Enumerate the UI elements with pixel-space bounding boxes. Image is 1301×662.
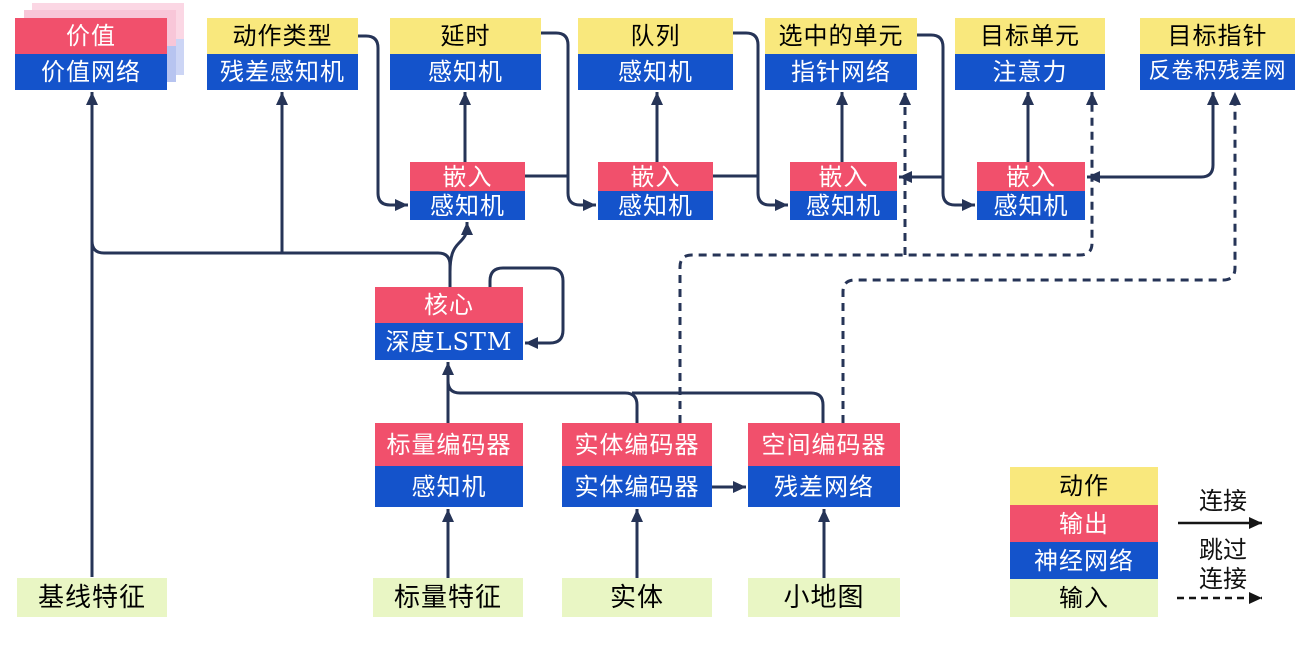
embedding-3: 嵌入 感知机 <box>790 162 897 220</box>
embedding-4: 嵌入 感知机 <box>977 162 1085 220</box>
head-selected-units-action: 选中的单元 <box>765 18 917 54</box>
scalar-encoder: 标量编码器 感知机 <box>375 423 523 507</box>
core-box: 核心 深度LSTM <box>375 287 523 360</box>
legend-skip-label-line2: 连接 <box>1199 565 1247 593</box>
embedding-1: 嵌入 感知机 <box>410 162 525 220</box>
embedding-2-network: 感知机 <box>598 191 713 220</box>
embedding-3-output: 嵌入 <box>790 162 897 191</box>
legend-input-label: 输入 <box>1010 579 1158 617</box>
edge-embedding-4-target-point <box>1087 92 1219 183</box>
skip-entity-to-target-unit <box>678 92 1098 423</box>
embedding-1-network: 感知机 <box>410 191 525 220</box>
head-target-unit-network: 注意力 <box>955 54 1105 90</box>
embedding-4-network: 感知机 <box>977 191 1085 220</box>
input-baseline-features: 基线特征 <box>17 578 167 617</box>
head-value: 价值 价值网络 <box>15 18 167 90</box>
scalar-encoder-output: 标量编码器 <box>375 423 523 466</box>
core-output: 核心 <box>375 287 523 323</box>
head-target-point-network: 反卷积残差网 <box>1140 54 1295 90</box>
edge-queued-to-embedding-3 <box>733 31 788 211</box>
spatial-encoder-network: 残差网络 <box>748 466 900 507</box>
head-action-type-network: 残差感知机 <box>207 54 358 90</box>
head-queued: 队列 感知机 <box>578 18 733 90</box>
embedding-1-output: 嵌入 <box>410 162 525 191</box>
input-scalar-features: 标量特征 <box>373 578 523 617</box>
input-entities: 实体 <box>562 578 712 617</box>
legend-network-label: 神经网络 <box>1010 542 1158 579</box>
edge-action-type-to-embedding-1 <box>358 34 408 211</box>
embedding-4-output: 嵌入 <box>977 162 1085 191</box>
head-value-output: 价值 <box>15 18 167 54</box>
head-value-network: 价值网络 <box>15 54 167 90</box>
head-target-point-action: 目标指针 <box>1140 18 1295 54</box>
embedding-2-output: 嵌入 <box>598 162 713 191</box>
edge-selected-units-to-embedding-4 <box>917 33 975 211</box>
core-network: 深度LSTM <box>375 323 523 360</box>
edge-core-trunk-left <box>90 240 452 287</box>
entity-encoder-network: 实体编码器 <box>562 466 712 507</box>
scalar-encoder-network: 感知机 <box>375 466 523 507</box>
legend-color-key: 动作 输出 神经网络 输入 <box>1010 467 1158 617</box>
legend-action-label: 动作 <box>1010 467 1158 505</box>
spatial-encoder: 空间编码器 残差网络 <box>748 423 900 507</box>
entity-encoder: 实体编码器 实体编码器 <box>562 423 712 507</box>
head-queued-network: 感知机 <box>578 54 733 90</box>
input-minimap-label: 小地图 <box>748 578 900 617</box>
input-entities-label: 实体 <box>562 578 712 617</box>
legend-connection-label: 连接 <box>1199 487 1247 515</box>
head-selected-units-network: 指针网络 <box>765 54 917 90</box>
spatial-encoder-output: 空间编码器 <box>748 423 900 466</box>
head-delay-network: 感知机 <box>390 54 541 90</box>
edge-entity-encoder-to-core <box>446 374 639 423</box>
head-queued-action: 队列 <box>578 18 733 54</box>
legend-output-label: 输出 <box>1010 505 1158 542</box>
head-delay: 延时 感知机 <box>390 18 541 90</box>
input-baseline-features-label: 基线特征 <box>17 578 167 617</box>
embedding-2: 嵌入 感知机 <box>598 162 713 220</box>
edge-core-to-embedding-1 <box>448 222 473 273</box>
input-scalar-features-label: 标量特征 <box>373 578 523 617</box>
entity-encoder-output: 实体编码器 <box>562 423 712 466</box>
head-action-type: 动作类型 残差感知机 <box>207 18 358 90</box>
head-target-point: 目标指针 反卷积残差网 <box>1140 18 1295 90</box>
input-minimap: 小地图 <box>748 578 900 617</box>
head-delay-action: 延时 <box>390 18 541 54</box>
edge-spatial-encoder-to-core <box>632 391 825 423</box>
head-action-type-action: 动作类型 <box>207 18 358 54</box>
head-selected-units: 选中的单元 指针网络 <box>765 18 917 90</box>
edge-core-self-loop <box>488 266 565 349</box>
embedding-3-network: 感知机 <box>790 191 897 220</box>
head-target-unit: 目标单元 注意力 <box>955 18 1105 90</box>
legend-skip-label-line1: 跳过 <box>1199 536 1247 564</box>
skip-spatial-to-target-point <box>841 92 1241 423</box>
edge-delay-to-embedding-2 <box>541 31 596 211</box>
head-target-unit-action: 目标单元 <box>955 18 1105 54</box>
